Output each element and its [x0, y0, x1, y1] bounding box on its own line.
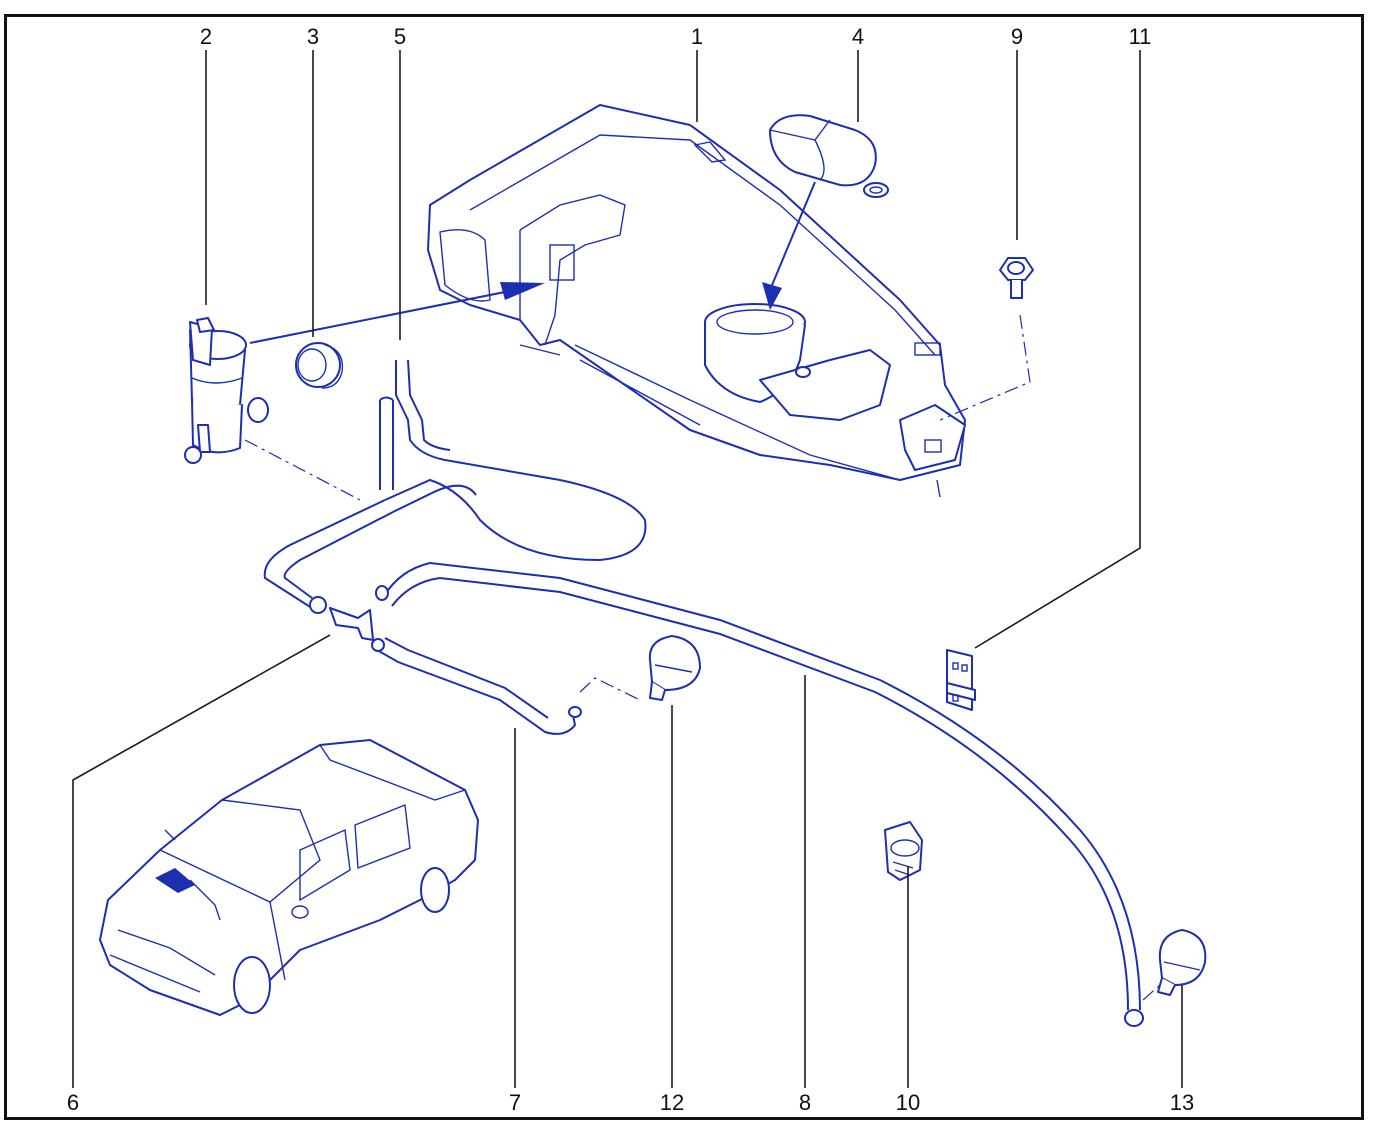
callout-6: 6: [67, 1090, 79, 1115]
bolt-fit-line: [939, 314, 1031, 421]
diagram-frame: [4, 14, 1364, 1120]
callout-12: 12: [660, 1090, 684, 1115]
callout-9: 9: [1011, 24, 1023, 49]
vehicle-locator: [99, 739, 479, 1016]
callout-4: 4: [852, 24, 864, 49]
jet-right-fit-line: [1142, 984, 1161, 1001]
washer-reservoir: [427, 104, 966, 498]
assembly-arrow-pump: [249, 282, 545, 344]
hose-bracket: [946, 649, 976, 711]
callout-10: 10: [896, 1090, 920, 1115]
jet-left-fit-line: [579, 677, 641, 701]
callout-2: 2: [200, 24, 212, 49]
filler-cap: [769, 114, 889, 198]
assembly-arrow-cap: [762, 181, 816, 310]
washer-pump: [184, 317, 269, 464]
pump-grommet: [295, 342, 344, 389]
callout-3: 3: [307, 24, 319, 49]
pump-fit-line: [244, 439, 361, 501]
callout-5: 5: [394, 24, 406, 49]
washer-jet-left: [648, 635, 701, 701]
callout-1: 1: [691, 24, 703, 49]
hose-assembly: [263, 359, 1144, 1027]
hose-clip: [884, 821, 923, 881]
callout-11: 11: [1129, 24, 1152, 49]
callout-13: 13: [1170, 1090, 1194, 1115]
leader-lines: [72, 50, 1183, 1088]
callout-7: 7: [509, 1090, 521, 1115]
mounting-bolt: [999, 257, 1034, 299]
callout-8: 8: [799, 1090, 811, 1115]
washer-jet-right: [1157, 929, 1207, 996]
